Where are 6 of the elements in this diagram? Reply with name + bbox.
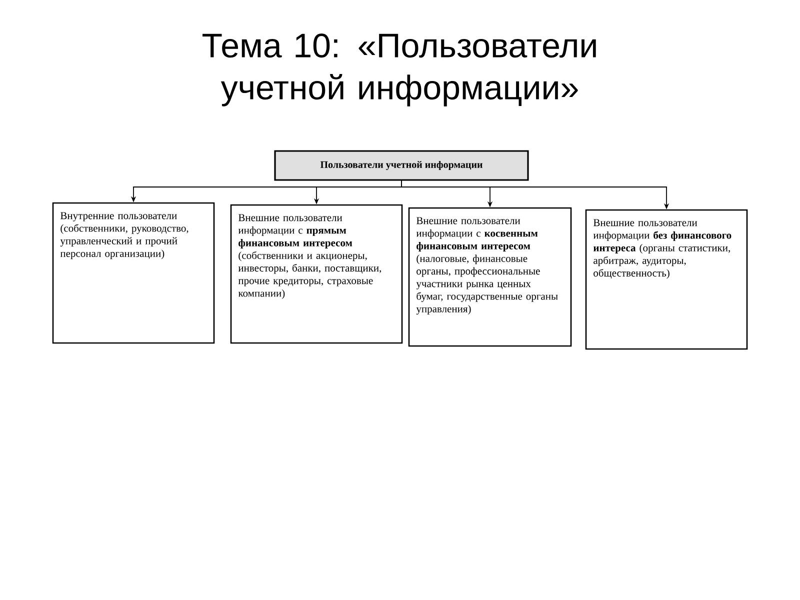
- category-box: Внешние пользователи информации с прямым финансовым интересом (собственники и акционеры, инвесторы, банки, поставщики, прочие кредиторы, страховые компании): [230, 204, 403, 344]
- category-box: Внутренние пользователи (собственники, руководство, управленческий и прочий персонал организации): [52, 202, 215, 344]
- category-box: Внешние пользователи информации без финансового интереса (органы статистики, арбитраж, аудиторы, общественность): [585, 209, 748, 350]
- category-box: Внешние пользователи информации с косвенным финансовым интересом (налоговые, финансовые органы, профессиональные участники рынка ценных бумаг, государственные органы управления): [408, 207, 572, 347]
- title: Тема 10: «Пользователи учетной информации»: [202, 34, 596, 106]
- heading-box: Пользователи учетной информации: [274, 150, 529, 181]
